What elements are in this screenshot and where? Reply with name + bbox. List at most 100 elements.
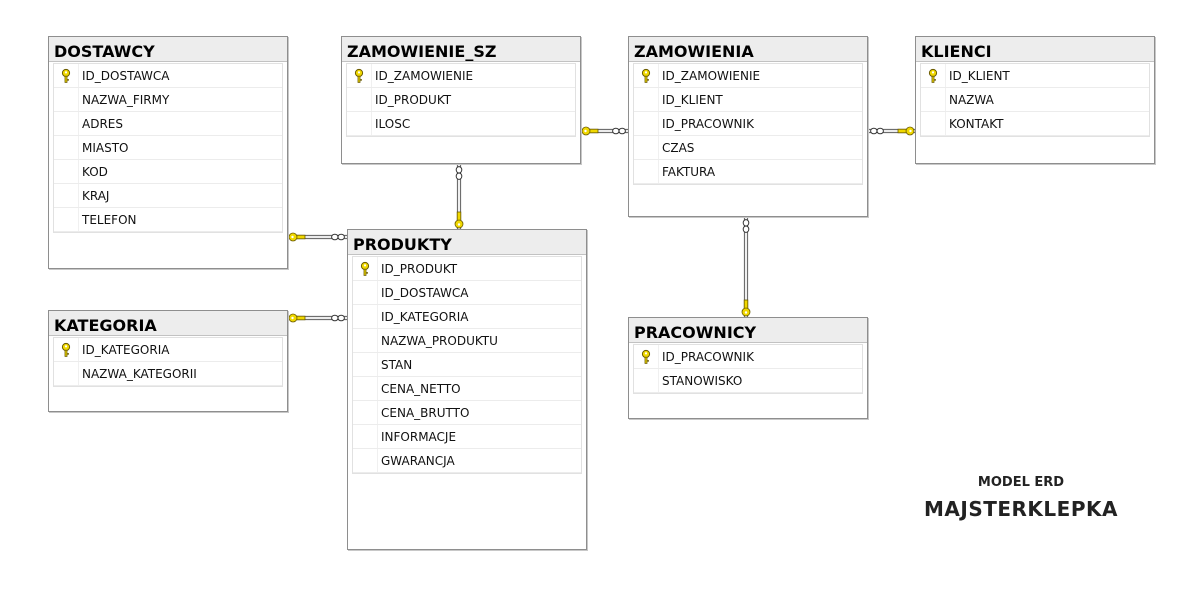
column-row[interactable]: NAZWA [921, 88, 1149, 112]
column-row[interactable]: KONTAKT [921, 112, 1149, 136]
table-title: DOSTAWCY [49, 37, 287, 62]
row-gutter [377, 401, 378, 424]
column-name: STANOWISKO [662, 374, 743, 388]
column-row[interactable]: ADRES [54, 112, 282, 136]
column-row[interactable]: ID_KATEGORIA [54, 338, 282, 362]
row-gutter [658, 64, 659, 87]
key-icon [638, 349, 654, 365]
infinity-icon [612, 127, 626, 135]
column-row[interactable]: ID_PRACOWNIK [634, 345, 862, 369]
column-row[interactable]: ID_PRODUKT [347, 88, 575, 112]
row-gutter [658, 160, 659, 183]
row-gutter [377, 449, 378, 472]
key-icon [351, 68, 367, 84]
row-gutter [945, 88, 946, 111]
row-gutter [78, 112, 79, 135]
column-row[interactable]: STAN [353, 353, 581, 377]
relationship-dostawcy-produkty[interactable] [288, 232, 347, 242]
relationship-pracownicy-zamowienia[interactable] [741, 217, 751, 317]
row-gutter [945, 112, 946, 135]
row-gutter [658, 88, 659, 111]
row-gutter [371, 88, 372, 111]
column-name: ID_DOSTAWCA [381, 286, 469, 300]
row-gutter [78, 64, 79, 87]
column-name: CENA_BRUTTO [381, 406, 470, 420]
relationship-kategoria-produkty[interactable] [288, 313, 347, 323]
column-row[interactable]: KRAJ [54, 184, 282, 208]
column-name: KRAJ [82, 189, 110, 203]
row-gutter [78, 160, 79, 183]
row-gutter [78, 136, 79, 159]
table-kategoria[interactable]: KATEGORIA ID_KATEGORIA NAZWA_KATEGORII [48, 310, 288, 412]
column-row[interactable]: MIASTO [54, 136, 282, 160]
column-row[interactable]: ID_PRODUKT [353, 257, 581, 281]
column-name: ID_KLIENT [662, 93, 723, 107]
column-name: GWARANCJA [381, 454, 455, 468]
column-name: MIASTO [82, 141, 129, 155]
diagram-subtitle: MODEL ERD [977, 475, 1065, 490]
row-gutter [78, 338, 79, 361]
key-icon [58, 342, 74, 358]
column-row[interactable]: KOD [54, 160, 282, 184]
column-row[interactable]: ID_PRACOWNIK [634, 112, 862, 136]
row-gutter [377, 377, 378, 400]
row-gutter [371, 112, 372, 135]
table-title: PRODUKTY [348, 230, 586, 255]
column-grid: ID_PRODUKT ID_DOSTAWCA ID_KATEGORIA NAZWA_P… [352, 256, 582, 474]
column-name: NAZWA_KATEGORII [82, 367, 197, 381]
column-row[interactable]: ID_DOSTAWCA [353, 281, 581, 305]
row-gutter [945, 64, 946, 87]
column-row[interactable]: CENA_NETTO [353, 377, 581, 401]
column-name: ID_KATEGORIA [381, 310, 469, 324]
column-name: INFORMACJE [381, 430, 457, 444]
column-row[interactable]: GWARANCJA [353, 449, 581, 473]
column-name: CENA_NETTO [381, 382, 461, 396]
column-grid: ID_PRACOWNIK STANOWISKO [633, 344, 863, 394]
column-row[interactable]: INFORMACJE [353, 425, 581, 449]
column-row[interactable]: STANOWISKO [634, 369, 862, 393]
row-gutter [658, 136, 659, 159]
table-title: KATEGORIA [49, 311, 287, 336]
column-row[interactable]: NAZWA_KATEGORII [54, 362, 282, 386]
relationship-zamowienie_sz-zamowienia[interactable] [581, 126, 628, 136]
row-gutter [377, 257, 378, 280]
column-row[interactable]: TELEFON [54, 208, 282, 232]
column-row[interactable]: ID_ZAMOWIENIE [347, 64, 575, 88]
column-row[interactable]: ID_KLIENT [634, 88, 862, 112]
column-row[interactable]: ID_KLIENT [921, 64, 1149, 88]
column-name: ILOSC [375, 117, 411, 131]
column-row[interactable]: ID_ZAMOWIENIE [634, 64, 862, 88]
column-row[interactable]: NAZWA_PRODUKTU [353, 329, 581, 353]
column-row[interactable]: ID_KATEGORIA [353, 305, 581, 329]
column-row[interactable]: CENA_BRUTTO [353, 401, 581, 425]
key-icon [288, 232, 306, 242]
row-gutter [658, 345, 659, 368]
infinity-icon [331, 314, 345, 322]
column-row[interactable]: ID_DOSTAWCA [54, 64, 282, 88]
column-row[interactable]: FAKTURA [634, 160, 862, 184]
key-icon [581, 126, 599, 136]
table-produkty[interactable]: PRODUKTY ID_PRODUKT ID_DOSTAWCA ID_KATEGOR… [347, 229, 587, 550]
row-gutter [78, 208, 79, 231]
column-row[interactable]: NAZWA_FIRMY [54, 88, 282, 112]
column-name: FAKTURA [662, 165, 716, 179]
column-grid: ID_KATEGORIA NAZWA_KATEGORII [53, 337, 283, 387]
infinity-icon [742, 219, 750, 233]
relationship-produkty-zamowienie_sz[interactable] [454, 164, 464, 229]
column-row[interactable]: ILOSC [347, 112, 575, 136]
table-title: ZAMOWIENIE_SZ [342, 37, 580, 62]
column-name: ID_DOSTAWCA [82, 69, 170, 83]
relationship-klienci-zamowienia[interactable] [868, 126, 915, 136]
column-row[interactable]: CZAS [634, 136, 862, 160]
infinity-icon [455, 166, 463, 180]
table-title: KLIENCI [916, 37, 1154, 62]
key-icon [454, 211, 464, 229]
